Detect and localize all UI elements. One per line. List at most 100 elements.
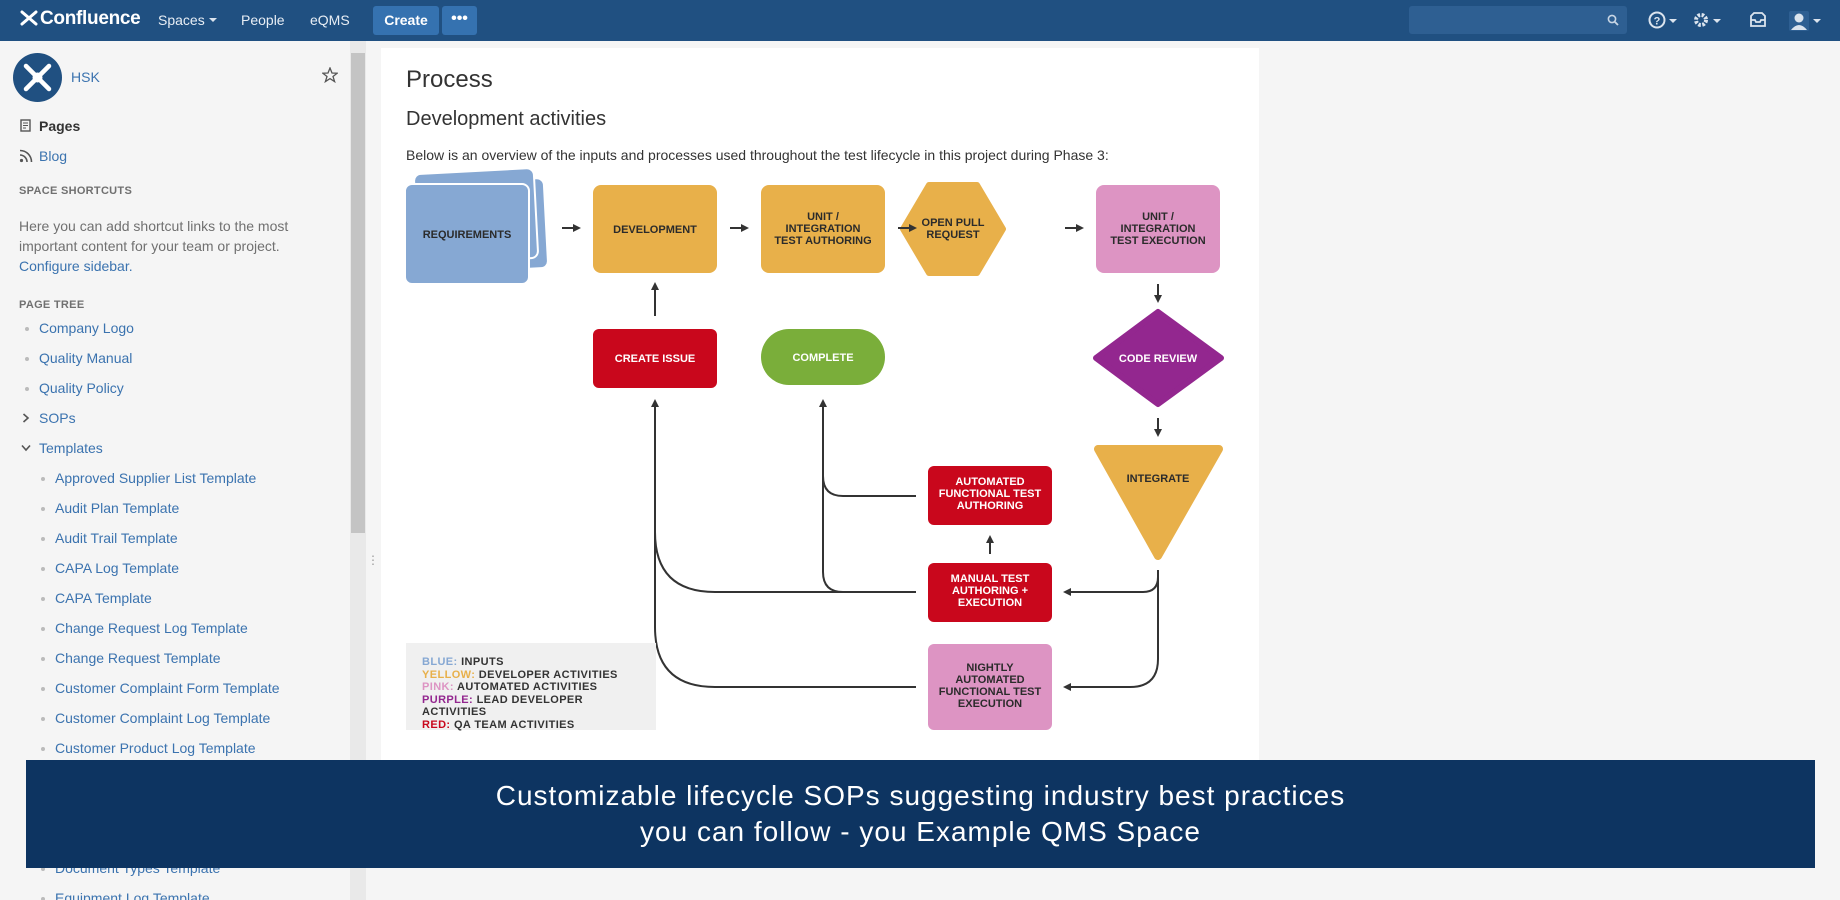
more-create-button[interactable]: ••• [442, 6, 477, 35]
tree-item-company-logo[interactable]: Company Logo [39, 320, 134, 336]
unit-integration-test-authoring-node: UNIT / INTEGRATION TEST AUTHORING [761, 185, 885, 273]
tree-item-quality-policy[interactable]: Quality Policy [39, 380, 124, 396]
user-menu[interactable] [1788, 10, 1824, 37]
tree-bullet [41, 897, 45, 900]
chevron-down-icon[interactable] [21, 444, 31, 452]
nightly-automated-functional-test-execution-node: NIGHTLY AUTOMATED FUNCTIONAL TEST EXECUT… [928, 644, 1052, 730]
sidebar-scrollbar-thumb[interactable] [351, 53, 365, 533]
user-avatar-icon [1789, 11, 1821, 31]
code-review-node: CODE REVIEW [1093, 309, 1224, 407]
tree-item-quality-manual[interactable]: Quality Manual [39, 350, 133, 366]
pages-label: Pages [39, 118, 81, 134]
nav-eqms[interactable]: eQMS [310, 12, 350, 28]
manual-test-line-3: EXECUTION [958, 597, 1022, 609]
sidebar-resize-handle[interactable]: ⋮ [367, 553, 379, 567]
legend-row-red: RED: QA TEAM ACTIVITIES [422, 719, 640, 732]
help-menu[interactable]: ? [1648, 10, 1680, 35]
code-review-label: CODE REVIEW [1119, 353, 1198, 365]
banner-line-1: Customizable lifecycle SOPs suggesting i… [495, 780, 1346, 811]
legend-key-red: RED: [422, 718, 451, 731]
page-content: Process Development activities Below is … [381, 48, 1259, 768]
search-icon [1607, 14, 1619, 26]
tree-item-equipment-log-template[interactable]: Equipment Log Template [55, 890, 210, 900]
tree-item-capa-log-template[interactable]: CAPA Log Template [55, 560, 180, 576]
complete-label: COMPLETE [792, 352, 853, 364]
chevron-right-icon[interactable] [22, 413, 30, 423]
arrow-automated-to-complete [819, 399, 916, 497]
nightly-line-3: FUNCTIONAL TEST [939, 686, 1042, 698]
tree-item-change-request-template[interactable]: Change Request Template [55, 650, 221, 666]
unit-execution-line-2: INTEGRATION [1121, 223, 1196, 235]
tree-item-templates[interactable]: Templates [39, 440, 103, 456]
tree-item-audit-trail-template[interactable]: Audit Trail Template [55, 530, 178, 546]
nightly-line-4: EXECUTION [958, 698, 1022, 710]
legend-value-yellow: DEVELOPER ACTIVITIES [478, 668, 618, 681]
auto-functional-line-3: AUTHORING [957, 500, 1024, 512]
section-heading: Development activities [406, 108, 607, 130]
unit-authoring-line-2: INTEGRATION [786, 223, 861, 235]
tree-item-approved-supplier-list-template[interactable]: Approved Supplier List Template [55, 470, 257, 486]
confluence-logo[interactable]: Confluence [20, 8, 141, 30]
sidebar-nav-pages[interactable]: Pages [19, 118, 80, 134]
blog-label: Blog [39, 148, 68, 164]
banner-line-2: you can follow - you Example QMS Space [640, 816, 1201, 847]
tree-bullet [41, 567, 45, 571]
tree-bullet [41, 507, 45, 511]
space-shortcuts-text: Here you can add shortcut links to the m… [19, 216, 319, 276]
legend-row-pink: PINK: AUTOMATED ACTIVITIES [422, 681, 640, 694]
tree-bullet [41, 687, 45, 691]
svg-text:?: ? [1654, 16, 1661, 28]
automated-functional-test-authoring-node: AUTOMATED FUNCTIONAL TEST AUTHORING [928, 466, 1052, 525]
legend-key-purple: PURPLE: [422, 693, 474, 706]
space-sidebar [0, 41, 366, 900]
configure-sidebar-link[interactable]: Configure sidebar. [19, 258, 133, 274]
arrow-manual-to-complete [822, 476, 916, 593]
inbox-icon [1750, 12, 1766, 27]
settings-menu[interactable] [1692, 10, 1724, 35]
search-input[interactable] [1409, 6, 1627, 34]
nightly-line-1: NIGHTLY [966, 662, 1014, 674]
tree-item-customer-complaint-form-template[interactable]: Customer Complaint Form Template [55, 680, 280, 696]
nav-spaces-label: Spaces [158, 12, 205, 28]
legend-value-pink: AUTOMATED ACTIVITIES [457, 681, 598, 693]
legend-key-yellow: YELLOW: [422, 668, 476, 681]
arrow-integrate-to-nightly [1063, 577, 1159, 691]
tree-item-customer-complaint-log-template[interactable]: Customer Complaint Log Template [55, 710, 271, 726]
legend-row-blue: BLUE: INPUTS [422, 656, 640, 669]
tree-bullet [41, 597, 45, 601]
space-avatar[interactable] [13, 53, 62, 102]
top-nav-bar: Confluence Spaces People eQMS Create •••… [0, 0, 1840, 41]
diagram-legend: BLUE: INPUTS YELLOW: DEVELOPER ACTIVITIE… [406, 643, 656, 732]
integrate-label: INTEGRATE [1127, 473, 1190, 485]
create-button[interactable]: Create [373, 6, 439, 35]
legend-row-yellow: YELLOW: DEVELOPER ACTIVITIES [422, 669, 640, 682]
help-icon: ? [1648, 11, 1677, 29]
tree-bullet [41, 867, 45, 871]
intro-paragraph: Below is an overview of the inputs and p… [406, 147, 1109, 163]
nav-people[interactable]: People [241, 12, 285, 28]
tree-item-audit-plan-template[interactable]: Audit Plan Template [55, 500, 180, 516]
tree-item-capa-template[interactable]: CAPA Template [55, 590, 152, 606]
legend-key-pink: PINK: [422, 681, 454, 693]
space-name-link[interactable]: HSK [71, 69, 100, 85]
favourite-star-icon[interactable] [321, 66, 339, 88]
tree-item-customer-product-log-template[interactable]: Customer Product Log Template [55, 740, 256, 756]
tree-bullet [25, 357, 29, 361]
tree-bullet [41, 537, 45, 541]
tree-bullet [41, 747, 45, 751]
tree-bullet [41, 627, 45, 631]
tree-item-change-request-log-template[interactable]: Change Request Log Template [55, 620, 248, 636]
sidebar-nav-blog[interactable]: Blog [19, 148, 67, 164]
notifications-button[interactable] [1748, 10, 1768, 35]
open-pr-line-1: OPEN PULL [922, 217, 985, 229]
nav-spaces[interactable]: Spaces [158, 12, 217, 28]
legend-value-purple: LEAD DEVELOPER ACTIVITIES [422, 693, 584, 719]
requirements-label: REQUIREMENTS [423, 229, 512, 241]
tree-bullet [41, 717, 45, 721]
page-tree-heading: PAGE TREE [19, 299, 85, 311]
tree-item-sops[interactable]: SOPs [39, 410, 76, 426]
shortcuts-description: Here you can add shortcut links to the m… [19, 218, 289, 254]
tree-bullet [41, 657, 45, 661]
tree-bullet [41, 477, 45, 481]
auto-functional-line-1: AUTOMATED [955, 476, 1024, 488]
